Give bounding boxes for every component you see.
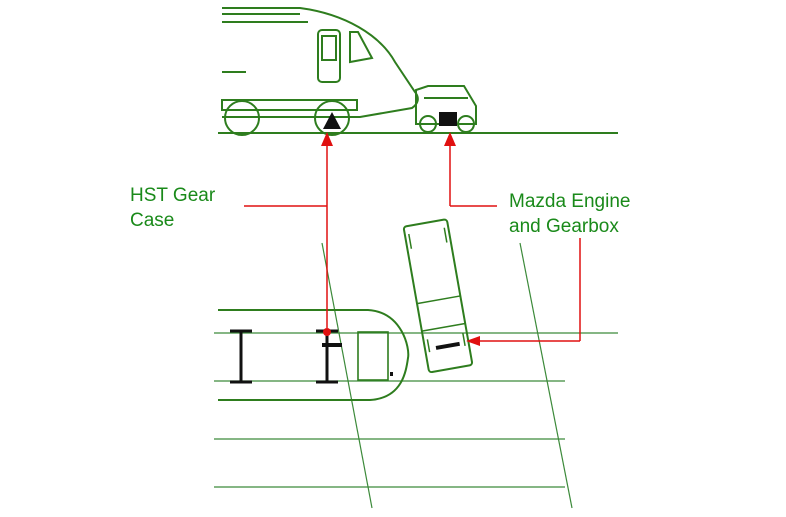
car-plan-mirror-l <box>408 233 413 249</box>
engine-plan-arrowhead <box>466 336 480 346</box>
gear-case-arrowhead <box>321 132 333 146</box>
side-view <box>218 7 618 136</box>
train-cab-window <box>349 31 374 64</box>
engine-plan <box>435 341 460 350</box>
train-wheel-front <box>314 100 350 136</box>
gear-case-label: HST Gear Case <box>130 183 215 233</box>
car-plan-mirror-r <box>443 227 448 243</box>
gear-case-plan <box>322 343 342 347</box>
train-wheel-rear <box>224 100 260 136</box>
train-plan-cab-mark <box>390 372 393 376</box>
car-plan-side-l <box>426 339 431 353</box>
gear-case-label-line2: Case <box>130 210 175 231</box>
engine-label: Mazda Engine and Gearbox <box>509 189 630 239</box>
gear-case-label-line1: HST Gear <box>130 185 216 206</box>
road-edge-2 <box>519 242 573 509</box>
gear-case-side <box>323 112 341 129</box>
plan-view <box>214 218 618 509</box>
train-side-door-window <box>321 35 337 61</box>
engine-label-line2: and Gearbox <box>509 216 619 237</box>
car-plan <box>402 218 474 374</box>
train-rear-axle <box>230 329 252 384</box>
engine-top-arrowhead <box>444 132 456 146</box>
car-plan-windscreen <box>416 295 461 305</box>
train-underframe <box>221 99 358 111</box>
callouts <box>244 132 581 346</box>
car-plan-side-r <box>462 332 466 347</box>
car-wheel-rear <box>419 115 437 133</box>
train-plan-body <box>218 309 410 401</box>
car-wheel-front <box>457 115 475 133</box>
car-plan-body <box>402 218 474 374</box>
engine-side <box>439 112 457 126</box>
engine-label-line1: Mazda Engine <box>509 191 631 212</box>
train-plan-cab-box <box>357 331 389 381</box>
gear-case-pointer-dot <box>323 328 331 336</box>
road-edge-1 <box>321 242 373 509</box>
train-front-axle <box>316 329 338 384</box>
car-plan-bonnet-line <box>421 322 466 332</box>
train-side-body <box>222 7 419 118</box>
train-side-door <box>317 29 341 83</box>
